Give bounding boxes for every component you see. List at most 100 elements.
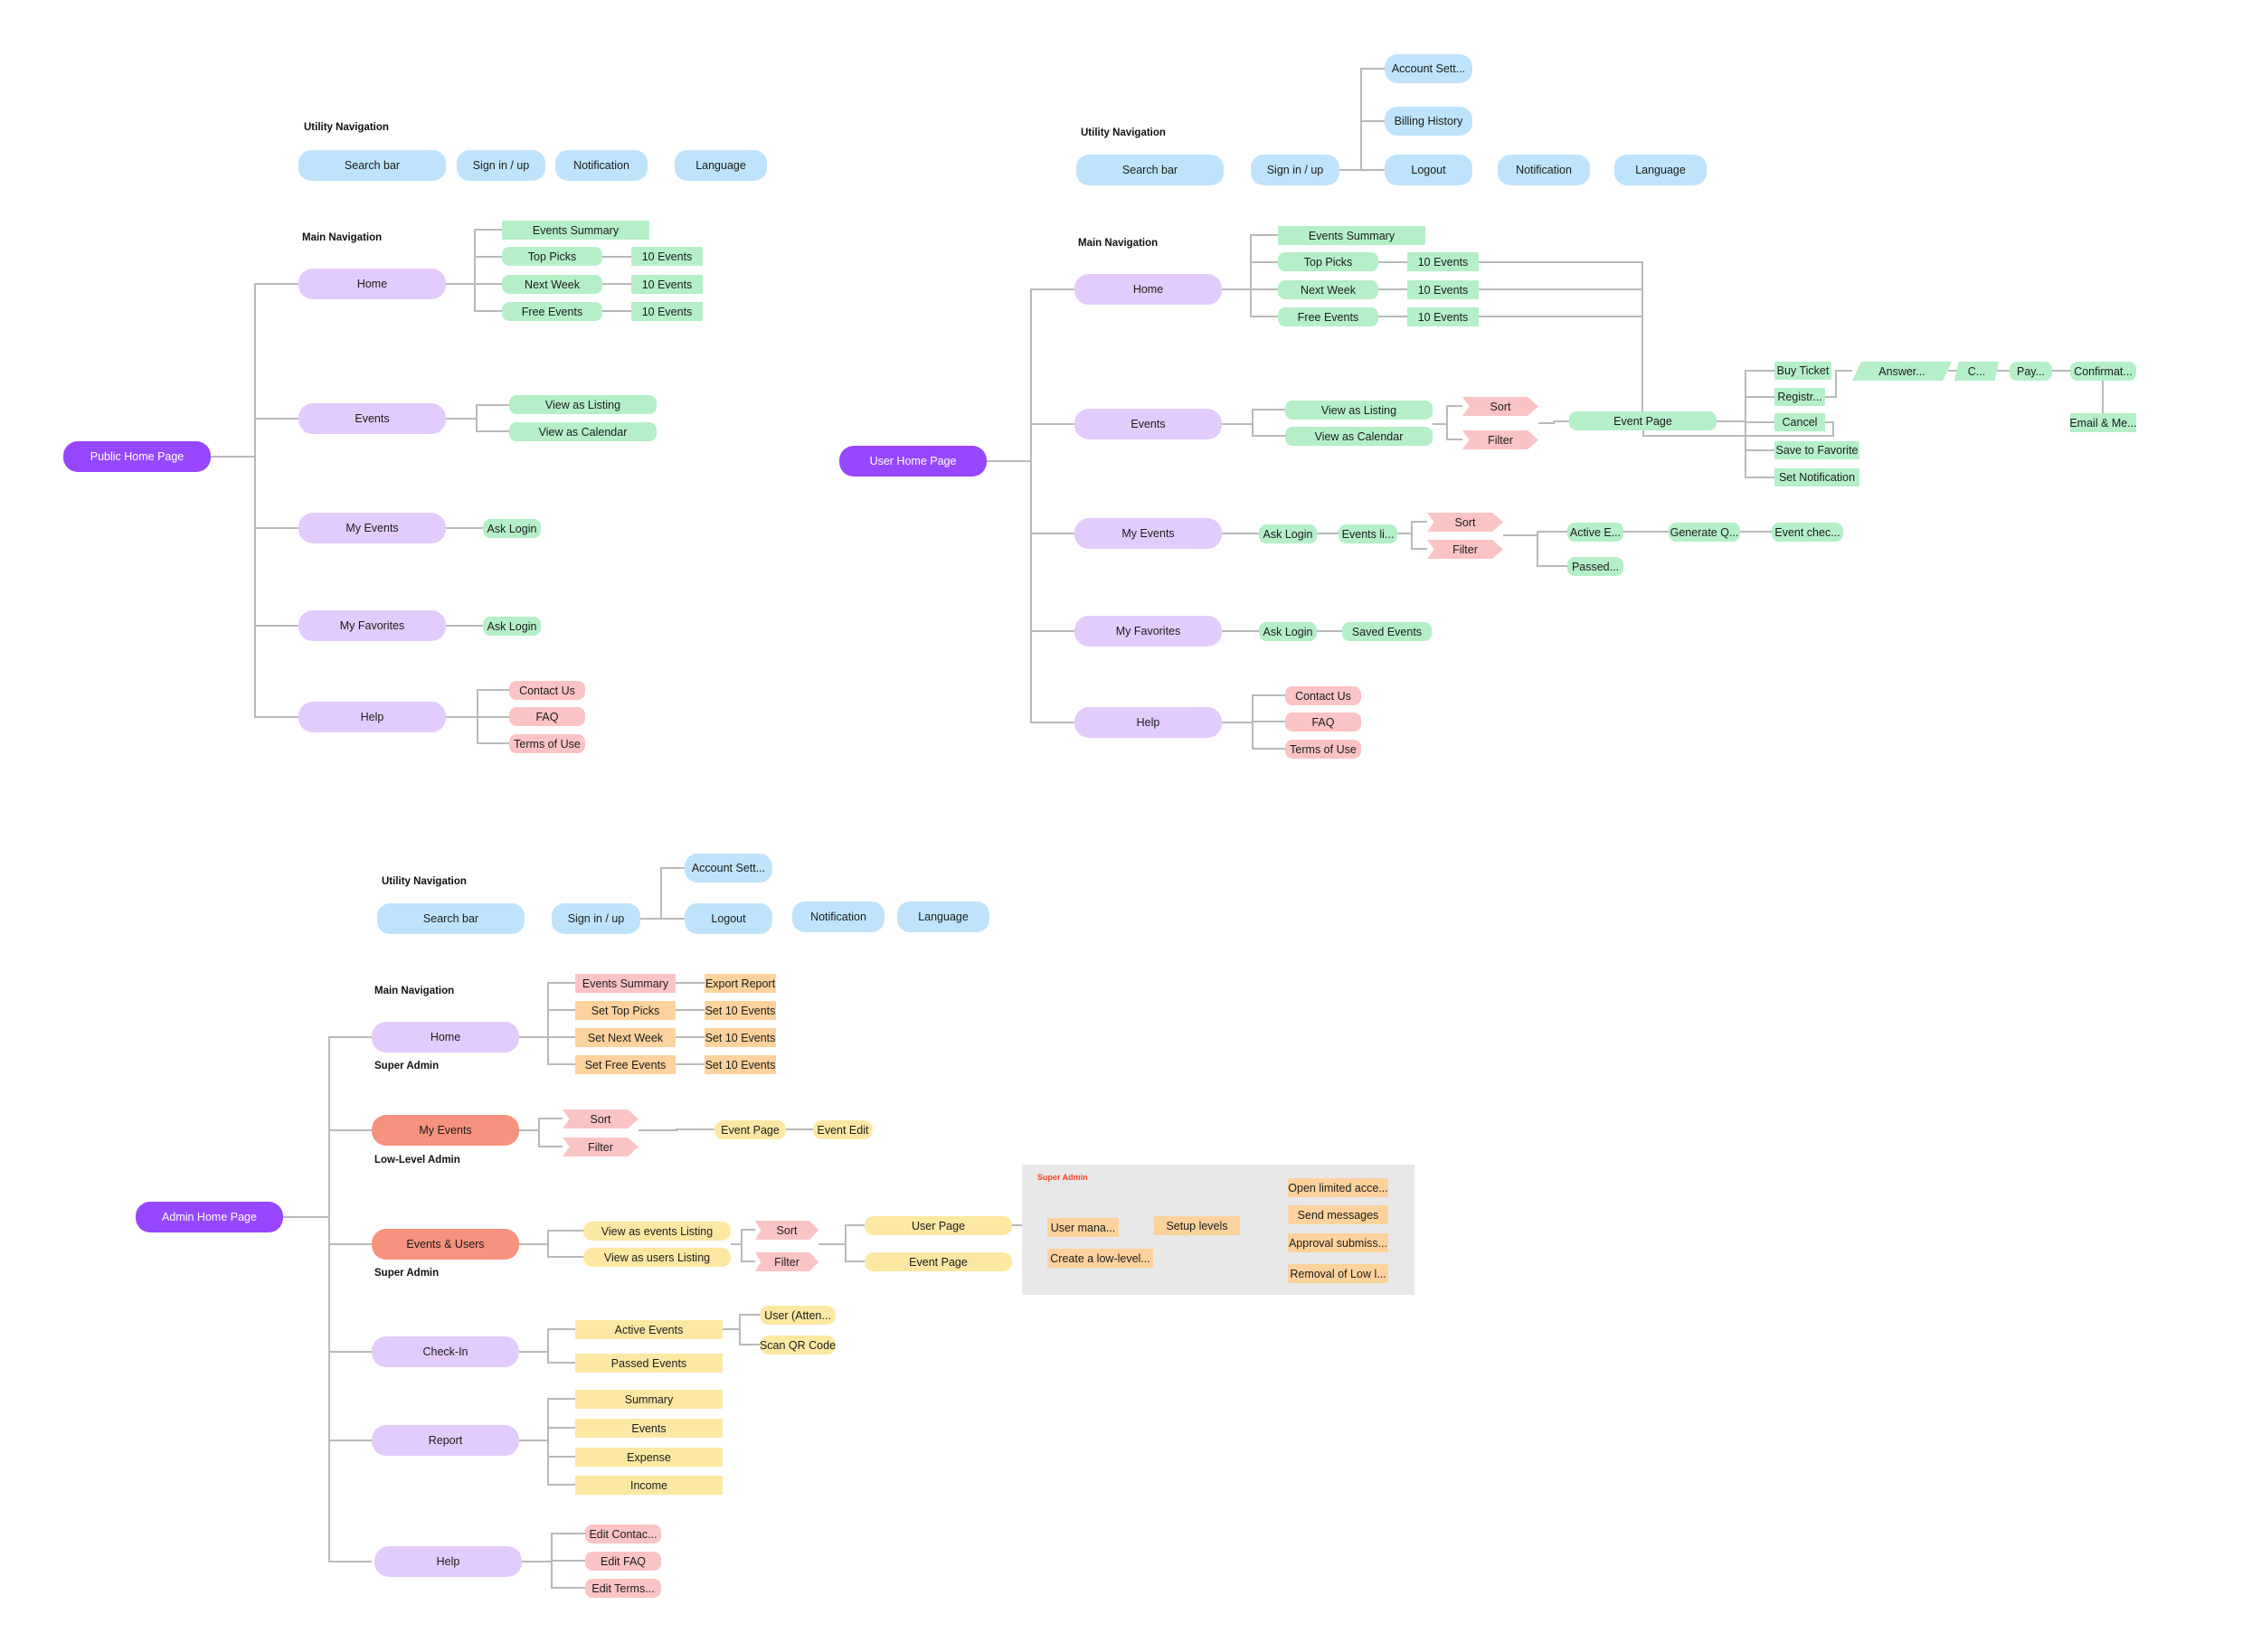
scan-qr-node[interactable]: Scan QR Code bbox=[760, 1336, 836, 1355]
ten-events-node[interactable]: 10 Events bbox=[631, 302, 703, 321]
search-bar-node[interactable]: Search bar bbox=[377, 903, 525, 934]
search-bar-node[interactable]: Search bar bbox=[298, 150, 446, 181]
ten-events-node[interactable]: 10 Events bbox=[1407, 280, 1479, 299]
nav-my-events[interactable]: My Events bbox=[1074, 518, 1222, 549]
ten-events-node[interactable]: 10 Events bbox=[631, 275, 703, 294]
top-picks-node[interactable]: Top Picks bbox=[502, 247, 602, 266]
send-messages-node[interactable]: Send messages bbox=[1288, 1205, 1388, 1224]
event-page-node[interactable]: Event Page bbox=[865, 1252, 1012, 1271]
set-ten-events-node[interactable]: Set 10 Events bbox=[705, 1055, 776, 1074]
removal-low-level-node[interactable]: Removal of Low l... bbox=[1288, 1264, 1388, 1283]
notification-node[interactable]: Notification bbox=[1498, 155, 1590, 185]
nav-events[interactable]: Events bbox=[1074, 409, 1222, 439]
free-events-node[interactable]: Free Events bbox=[1278, 307, 1378, 326]
view-events-listing-node[interactable]: View as events Listing bbox=[583, 1222, 731, 1241]
faq-node[interactable]: FAQ bbox=[1285, 713, 1361, 732]
billing-history-node[interactable]: Billing History bbox=[1385, 107, 1472, 136]
top-picks-node[interactable]: Top Picks bbox=[1278, 252, 1378, 271]
events-summary-node[interactable]: Events Summary bbox=[575, 974, 676, 993]
ten-events-node[interactable]: 10 Events bbox=[1407, 307, 1479, 326]
contact-us-node[interactable]: Contact Us bbox=[1285, 686, 1361, 705]
language-node[interactable]: Language bbox=[675, 150, 767, 181]
next-week-node[interactable]: Next Week bbox=[502, 275, 602, 294]
filter-node[interactable]: Filter bbox=[1462, 430, 1538, 449]
filter-node[interactable]: Filter bbox=[563, 1138, 639, 1156]
approval-submission-node[interactable]: Approval submiss... bbox=[1288, 1233, 1388, 1252]
events-summary-node[interactable]: Events Summary bbox=[502, 221, 649, 240]
active-events-node[interactable]: Active Events bbox=[575, 1320, 723, 1339]
view-calendar-node[interactable]: View as Calendar bbox=[509, 422, 657, 441]
user-page-node[interactable]: User Page bbox=[865, 1216, 1012, 1235]
ten-events-node[interactable]: 10 Events bbox=[631, 247, 703, 266]
user-home-root[interactable]: User Home Page bbox=[839, 446, 987, 477]
user-attendance-node[interactable]: User (Atten... bbox=[760, 1306, 836, 1325]
sign-in-node[interactable]: Sign in / up bbox=[457, 150, 545, 181]
edit-faq-node[interactable]: Edit FAQ bbox=[585, 1552, 661, 1571]
edit-contact-node[interactable]: Edit Contac... bbox=[585, 1525, 661, 1543]
setup-levels-node[interactable]: Setup levels bbox=[1154, 1216, 1240, 1235]
event-page-node[interactable]: Event Page bbox=[714, 1120, 786, 1139]
sort-node[interactable]: Sort bbox=[1427, 513, 1503, 532]
generate-qr-node[interactable]: Generate Q... bbox=[1669, 523, 1740, 542]
registration-node[interactable]: Registr... bbox=[1774, 388, 1825, 406]
admin-home-root[interactable]: Admin Home Page bbox=[136, 1202, 283, 1232]
free-events-node[interactable]: Free Events bbox=[502, 302, 602, 321]
user-management-node[interactable]: User mana... bbox=[1047, 1218, 1119, 1237]
ask-login-node[interactable]: Ask Login bbox=[483, 617, 541, 636]
nav-help[interactable]: Help bbox=[298, 702, 446, 732]
nav-help[interactable]: Help bbox=[374, 1546, 522, 1577]
next-week-node[interactable]: Next Week bbox=[1278, 280, 1378, 299]
contact-us-node[interactable]: Contact Us bbox=[509, 681, 585, 700]
sign-in-node[interactable]: Sign in / up bbox=[552, 903, 640, 934]
notification-node[interactable]: Notification bbox=[555, 150, 648, 181]
nav-my-events[interactable]: My Events bbox=[372, 1115, 519, 1146]
nav-events[interactable]: Events bbox=[298, 403, 446, 434]
nav-my-events[interactable]: My Events bbox=[298, 513, 446, 543]
ten-events-node[interactable]: 10 Events bbox=[1407, 252, 1479, 271]
cancel-node[interactable]: Cancel bbox=[1774, 413, 1825, 431]
buy-ticket-node[interactable]: Buy Ticket bbox=[1774, 362, 1831, 380]
active-events-node[interactable]: Active E... bbox=[1567, 523, 1623, 542]
view-listing-node[interactable]: View as Listing bbox=[509, 395, 657, 414]
filter-node[interactable]: Filter bbox=[1427, 540, 1503, 559]
sort-node[interactable]: Sort bbox=[563, 1109, 639, 1128]
language-node[interactable]: Language bbox=[1614, 155, 1707, 185]
edit-terms-node[interactable]: Edit Terms... bbox=[585, 1579, 661, 1598]
view-users-listing-node[interactable]: View as users Listing bbox=[583, 1248, 731, 1267]
payment-node[interactable]: Pay... bbox=[2010, 362, 2052, 381]
view-calendar-node[interactable]: View as Calendar bbox=[1285, 427, 1433, 446]
search-bar-node[interactable]: Search bar bbox=[1076, 155, 1224, 185]
sort-node[interactable]: Sort bbox=[1462, 397, 1538, 416]
saved-events-node[interactable]: Saved Events bbox=[1342, 622, 1432, 641]
events-list-node[interactable]: Events li... bbox=[1339, 524, 1397, 543]
report-events-node[interactable]: Events bbox=[575, 1419, 723, 1438]
public-home-root[interactable]: Public Home Page bbox=[63, 441, 211, 472]
nav-my-favorites[interactable]: My Favorites bbox=[1074, 616, 1222, 647]
passed-events-node[interactable]: Passed... bbox=[1567, 557, 1623, 576]
nav-home[interactable]: Home bbox=[372, 1022, 519, 1053]
notification-node[interactable]: Notification bbox=[792, 902, 885, 932]
report-expense-node[interactable]: Expense bbox=[575, 1448, 723, 1467]
terms-node[interactable]: Terms of Use bbox=[1285, 740, 1361, 759]
set-ten-events-node[interactable]: Set 10 Events bbox=[705, 1028, 776, 1047]
logout-node[interactable]: Logout bbox=[1385, 155, 1472, 185]
ask-login-node[interactable]: Ask Login bbox=[483, 519, 541, 538]
language-node[interactable]: Language bbox=[897, 902, 989, 932]
faq-node[interactable]: FAQ bbox=[509, 707, 585, 726]
terms-node[interactable]: Terms of Use bbox=[509, 734, 585, 753]
set-top-picks-node[interactable]: Set Top Picks bbox=[575, 1001, 676, 1020]
passed-events-node[interactable]: Passed Events bbox=[575, 1354, 723, 1373]
email-message-node[interactable]: Email & Me... bbox=[2070, 413, 2136, 432]
set-next-week-node[interactable]: Set Next Week bbox=[575, 1028, 676, 1047]
create-low-level-node[interactable]: Create a low-level... bbox=[1047, 1249, 1153, 1268]
ask-login-node[interactable]: Ask Login bbox=[1259, 622, 1317, 641]
report-summary-node[interactable]: Summary bbox=[575, 1390, 723, 1409]
set-free-events-node[interactable]: Set Free Events bbox=[575, 1055, 676, 1074]
open-limited-access-node[interactable]: Open limited acce... bbox=[1288, 1178, 1388, 1197]
confirmation-node[interactable]: Confirmat... bbox=[2070, 362, 2136, 381]
nav-my-favorites[interactable]: My Favorites bbox=[298, 610, 446, 641]
filter-node[interactable]: Filter bbox=[755, 1252, 818, 1271]
view-listing-node[interactable]: View as Listing bbox=[1285, 401, 1433, 420]
nav-home[interactable]: Home bbox=[298, 269, 446, 299]
save-favorite-node[interactable]: Save to Favorite bbox=[1774, 441, 1859, 459]
